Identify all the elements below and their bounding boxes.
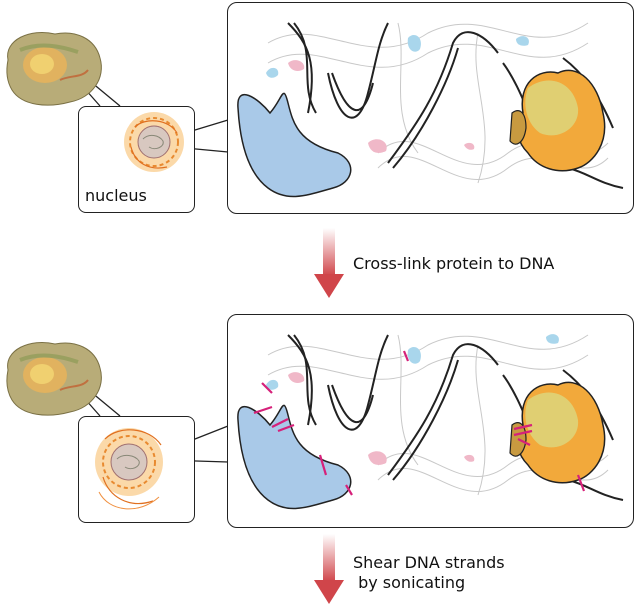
- step-label-shear-line2: by sonicating: [353, 573, 466, 592]
- inset-label: nucleus: [85, 186, 147, 205]
- cell-illustration-bottom: [6, 342, 102, 416]
- nucleus-icon: [95, 428, 163, 510]
- step-label-crosslink: Cross-link protein to DNA: [353, 254, 555, 273]
- chromatin-illustration-crosslinked: [237, 334, 624, 510]
- down-arrow-2: [314, 534, 344, 604]
- nucleus-inset-top: nucleus: [78, 106, 195, 213]
- crosslink-marks: [253, 350, 586, 496]
- chromatin-illustration: [237, 22, 624, 198]
- down-arrow-1: [314, 228, 344, 298]
- chromatin-panel-before: [227, 2, 634, 214]
- cell-illustration-top: [6, 32, 102, 106]
- nucleus-icon: [124, 112, 184, 172]
- nucleus-inset-bottom: [78, 416, 195, 523]
- step-label-shear-line1: Shear DNA strands: [353, 553, 505, 572]
- chromatin-panel-crosslinked: [227, 314, 634, 528]
